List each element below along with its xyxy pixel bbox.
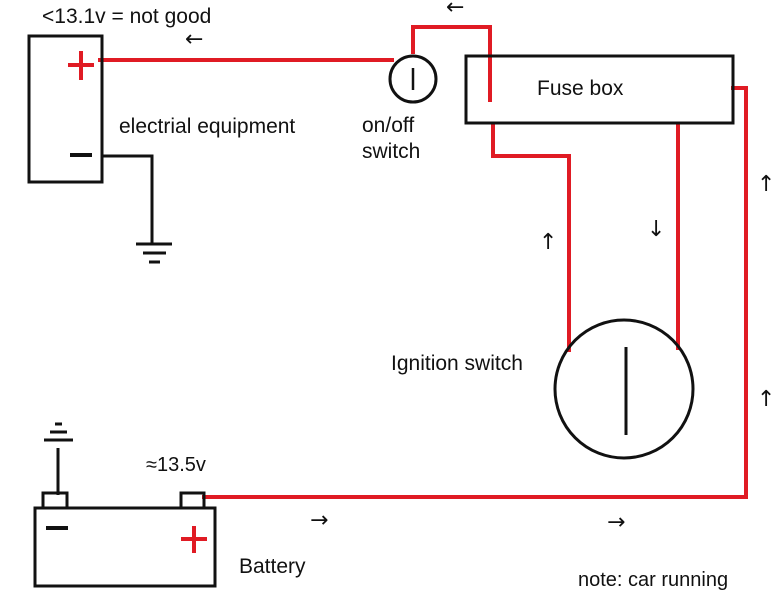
- wire-fusebox-to-ignition-in: [491, 122, 571, 352]
- onoff-switch-label-line2: switch: [362, 140, 421, 163]
- arrow-left-icon: ←: [446, 0, 465, 20]
- ignition-switch-body[interactable]: [553, 318, 695, 460]
- arrow-up-icon: ↑: [539, 230, 558, 255]
- equipment-box: [27, 34, 104, 184]
- arrow-right-icon: →: [310, 508, 329, 533]
- equipment-label: electrial equipment: [119, 115, 296, 138]
- onoff-switch-body[interactable]: [388, 54, 438, 104]
- arrow-up-icon: ↑: [757, 387, 775, 412]
- ignition-switch-label: Ignition switch: [391, 352, 523, 375]
- ground-wiring: [44, 154, 172, 495]
- positive-wiring: [98, 25, 748, 499]
- fuse-box-label: Fuse box: [537, 77, 624, 100]
- battery-voltage-label: ≈13.5v: [146, 454, 206, 476]
- equipment-voltage-label: <13.1v = not good: [42, 5, 212, 28]
- battery-label: Battery: [239, 555, 306, 578]
- arrow-down-icon: ↓: [647, 217, 666, 242]
- arrow-up-icon: ↑: [757, 172, 775, 197]
- battery-positive-post: [179, 491, 206, 510]
- arrow-left-icon: ←: [185, 27, 204, 52]
- note-label: note: car running: [578, 569, 729, 591]
- wire-switch-to-fusebox: [411, 25, 492, 102]
- wire-battery-to-fusebox: [202, 86, 748, 499]
- onoff-switch-label-line1: on/off: [362, 114, 415, 137]
- battery-case: [33, 506, 217, 588]
- fuse-box: [464, 54, 735, 125]
- equipment-plus-symbol: [68, 51, 94, 80]
- battery-negative-post: [41, 491, 69, 510]
- wire-equipment-ground: [102, 154, 154, 244]
- battery-plus-symbol: [181, 526, 207, 553]
- arrow-right-icon: →: [607, 510, 626, 535]
